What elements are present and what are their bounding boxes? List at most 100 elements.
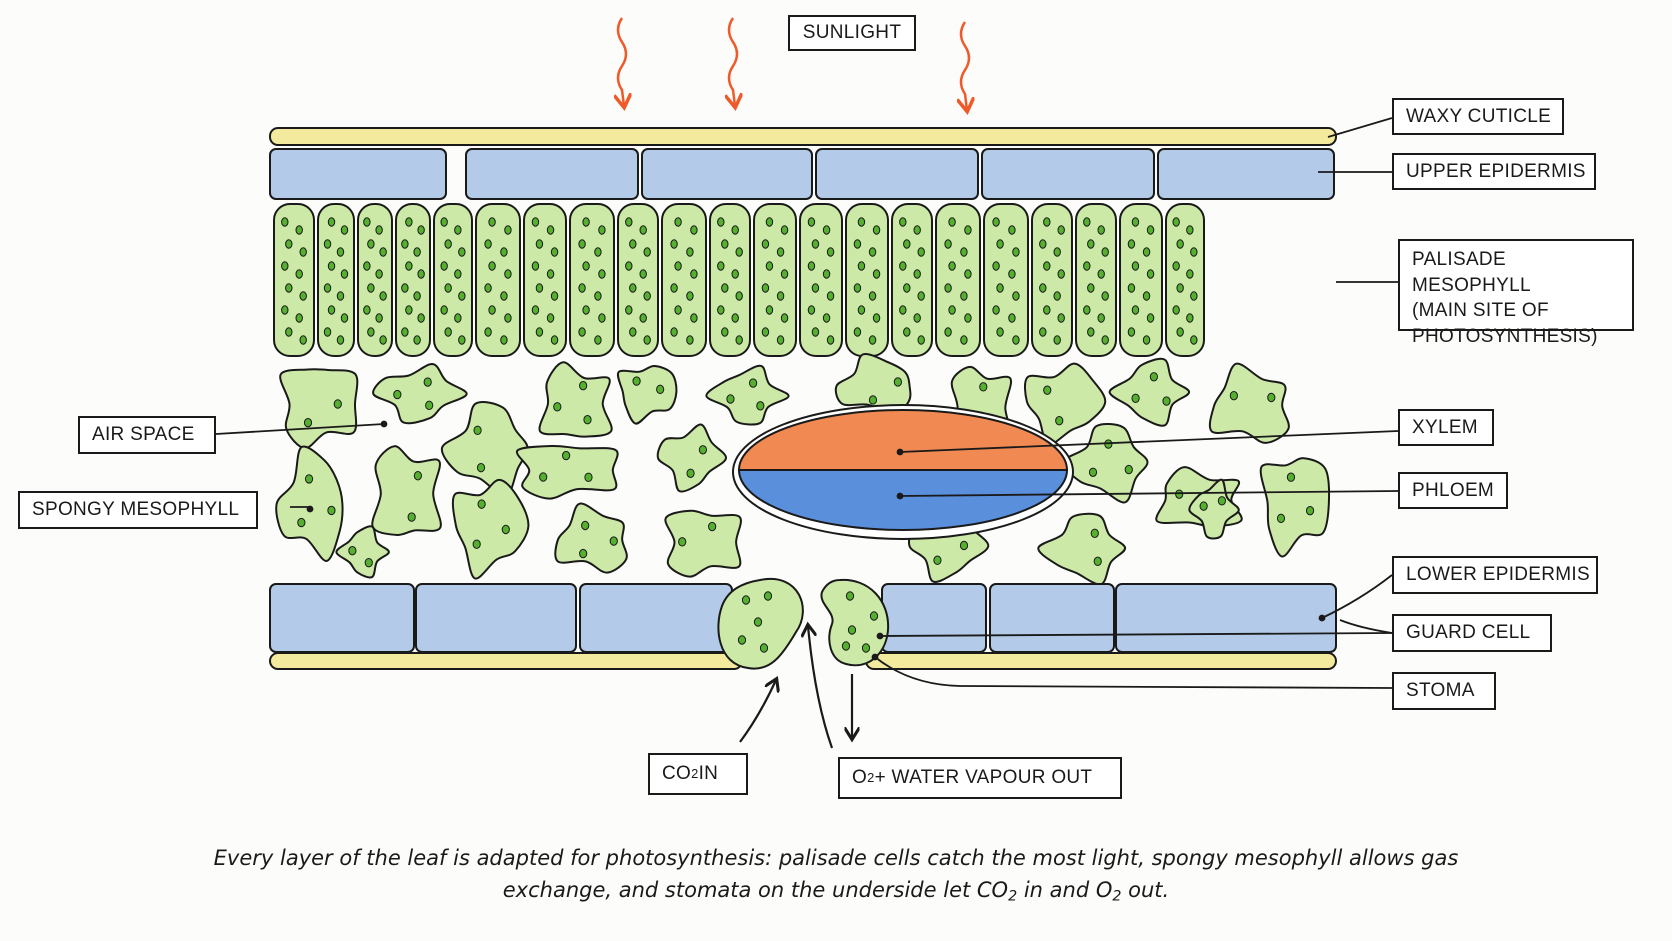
chloroplast xyxy=(1176,283,1184,293)
chloroplast xyxy=(1083,261,1091,271)
sunlight-arrows xyxy=(618,17,969,110)
palisade-cell xyxy=(845,203,889,357)
chloroplast xyxy=(807,261,816,271)
chloroplast xyxy=(1276,513,1286,524)
chloroplast xyxy=(811,283,820,293)
chloroplast xyxy=(454,225,462,235)
chloroplast xyxy=(625,305,633,315)
palisade-cell xyxy=(1075,203,1117,357)
spongy-cell xyxy=(538,361,613,438)
chloroplast xyxy=(735,291,743,301)
chloroplast xyxy=(1039,327,1047,337)
chloroplast xyxy=(379,335,387,345)
chloroplast xyxy=(375,225,383,235)
waxy-cuticle-bottom-left xyxy=(269,652,743,670)
chloroplast xyxy=(678,537,687,547)
chloroplast xyxy=(1088,467,1098,477)
chloroplast xyxy=(721,283,729,293)
sunlight-arrow xyxy=(729,17,737,106)
chloroplast xyxy=(473,425,482,436)
chloroplast xyxy=(721,239,729,249)
chloroplast xyxy=(1127,283,1136,293)
caption-line-2a: exchange, and stomata on the underside l… xyxy=(502,878,1009,902)
chloroplast xyxy=(323,239,332,249)
chloroplast xyxy=(826,291,835,301)
waxy-cuticle-bottom-right xyxy=(865,652,1337,670)
chloroplast xyxy=(1199,501,1208,511)
chloroplast xyxy=(1087,327,1095,337)
chloroplast xyxy=(893,377,902,387)
chloroplast xyxy=(579,548,588,559)
chloroplast xyxy=(917,335,925,345)
chloroplast xyxy=(413,335,421,345)
guard-cells xyxy=(717,577,890,670)
chloroplast xyxy=(594,291,602,301)
chloroplast xyxy=(535,239,544,249)
chloroplast xyxy=(996,283,1004,293)
chloroplast xyxy=(872,313,881,323)
chloroplast xyxy=(903,327,911,337)
chloroplast xyxy=(285,239,293,249)
chloroplast xyxy=(401,239,409,249)
spongy-cell xyxy=(1023,362,1107,446)
chloroplast xyxy=(299,247,307,257)
chloroplast xyxy=(327,305,336,315)
spongy-cell xyxy=(554,502,628,574)
upper-epidermis-cell xyxy=(815,148,979,200)
chloroplast xyxy=(413,291,421,301)
spongy-cell xyxy=(1188,478,1240,540)
chloroplast xyxy=(1172,305,1180,315)
chloroplast xyxy=(285,283,293,293)
chloroplast xyxy=(933,555,942,565)
chloroplast xyxy=(1043,261,1051,271)
chloroplast xyxy=(405,261,413,271)
chloroplast xyxy=(285,327,293,337)
chloroplast xyxy=(731,269,739,279)
chloroplast xyxy=(639,313,647,323)
chloroplast xyxy=(367,327,375,337)
chloroplast xyxy=(393,389,402,400)
chloroplast xyxy=(550,247,559,257)
upper-epidermis-cell xyxy=(981,148,1155,200)
chloroplast xyxy=(1190,291,1198,301)
chloroplast xyxy=(375,269,383,279)
chloroplast xyxy=(1146,313,1155,323)
chloroplast xyxy=(1175,489,1184,499)
chloroplast xyxy=(295,269,303,279)
chloroplast xyxy=(868,395,878,405)
chloroplast xyxy=(379,247,387,257)
palisade-cell xyxy=(569,203,615,357)
chloroplast xyxy=(1305,505,1315,516)
chloroplast xyxy=(550,291,559,301)
chloroplast xyxy=(996,327,1004,337)
chloroplast xyxy=(853,239,862,249)
chloroplast xyxy=(546,313,555,323)
chloroplast xyxy=(1057,269,1065,279)
upper-epidermis-cell xyxy=(465,148,639,200)
chloroplast xyxy=(348,546,357,556)
chloroplast xyxy=(903,239,911,249)
chloroplast xyxy=(822,313,831,323)
chloroplast xyxy=(340,269,349,279)
spongy-cell xyxy=(1259,457,1331,558)
co2-in-arrow xyxy=(739,680,776,743)
chloroplast xyxy=(1057,225,1065,235)
spongy-cell xyxy=(664,509,742,578)
chloroplast xyxy=(323,327,332,337)
chloroplast xyxy=(826,335,835,345)
chloroplast xyxy=(531,261,540,271)
spongy-cell xyxy=(371,445,442,536)
spongy-cell xyxy=(440,401,529,498)
chloroplast xyxy=(1162,396,1171,406)
chloroplast xyxy=(504,269,512,279)
chloroplast xyxy=(363,261,371,271)
chloroplast xyxy=(1053,247,1061,257)
caption-line-2b: in and O xyxy=(1017,878,1113,902)
chloroplast xyxy=(944,283,952,293)
chloroplast xyxy=(488,305,496,315)
spongy-cell xyxy=(515,444,619,500)
chloroplast xyxy=(340,313,349,323)
chloroplast xyxy=(868,291,877,301)
chloroplast xyxy=(996,239,1004,249)
